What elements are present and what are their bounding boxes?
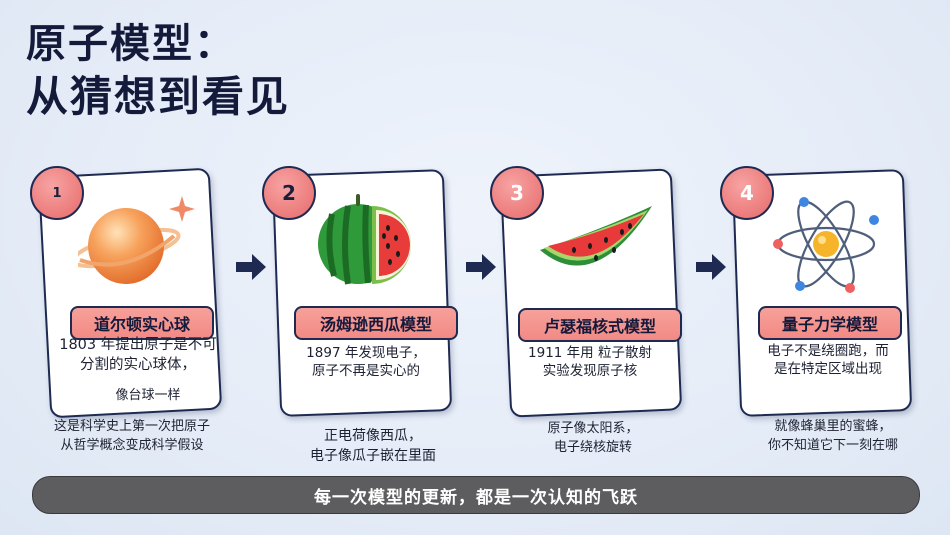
watermelon-slice-icon	[540, 206, 652, 266]
desc-quantum: 电子不是绕圈跑，而 是在特定区域出现	[767, 343, 889, 378]
arrow-right-icon	[696, 254, 726, 280]
desc-thomson: 1897 年发现电子， 原子不再是实心的	[306, 345, 426, 380]
atom-icon	[773, 197, 879, 293]
sub-rutherford: 原子像太阳系， 电子绕核旋转	[547, 421, 639, 455]
title-line-1: 原子模型：	[26, 21, 236, 67]
desc-dalton: 1803 年提出原子是不可分割的实心球体， 像台球一样	[59, 337, 217, 404]
step-badge-2: 2	[262, 166, 316, 220]
step-badge-1: 1	[30, 166, 84, 220]
desc-rutherford: 1911 年用 粒子散射 实验发现原子核	[528, 345, 652, 380]
title-line-2: 从猜想到看见	[26, 71, 291, 121]
summary-banner: 每一次模型的更新，都是一次认知的飞跃	[32, 476, 920, 514]
watermelon-icon	[318, 194, 411, 285]
model-name-rutherford: 卢瑟福核式模型	[518, 308, 682, 342]
sub-quantum: 就像蜂巢里的蜜蜂， 你不知道它下一刻在哪	[767, 419, 898, 453]
model-name-dalton: 道尔顿实心球	[70, 306, 214, 340]
sub-dalton: 这是科学史上第一次把原子 从哲学概念变成科学假设	[53, 419, 210, 453]
planet-icon	[78, 196, 195, 284]
step-badge-4: 4	[720, 166, 774, 220]
arrow-right-icon	[466, 254, 496, 280]
sub-thomson: 正电荷像西瓜， 电子像瓜子嵌在里面	[310, 428, 436, 465]
arrow-right-icon	[236, 254, 266, 280]
model-name-thomson: 汤姆逊西瓜模型	[294, 306, 458, 340]
model-name-quantum: 量子力学模型	[758, 306, 902, 340]
page-title: 原子模型： 从猜想到看见	[26, 22, 290, 120]
step-badge-3: 3	[490, 166, 544, 220]
